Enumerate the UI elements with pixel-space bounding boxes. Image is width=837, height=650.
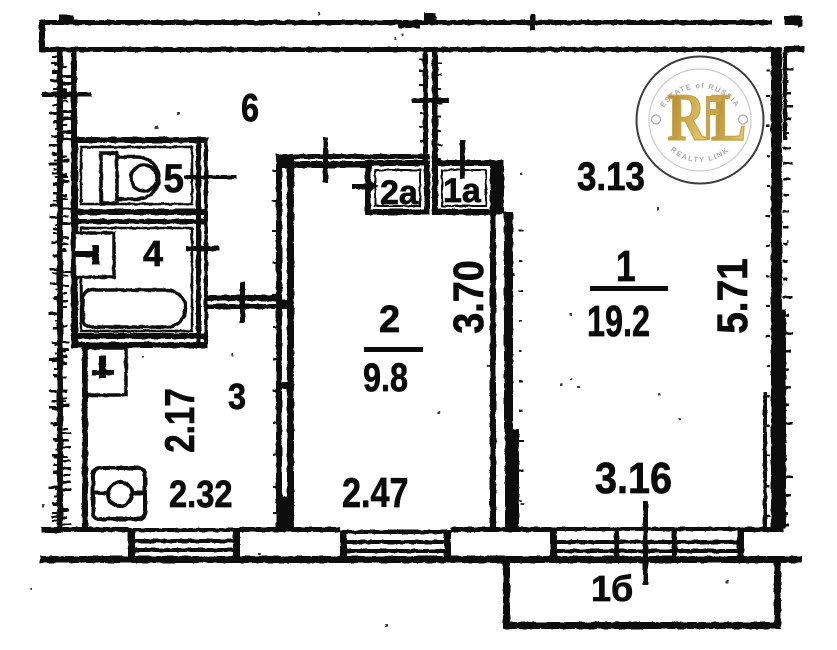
svg-text:5: 5 bbox=[164, 157, 184, 202]
svg-text:1а: 1а bbox=[443, 172, 482, 210]
svg-text:19.2: 19.2 bbox=[587, 297, 650, 346]
svg-text:1б: 1б bbox=[591, 568, 633, 609]
svg-text:4: 4 bbox=[143, 233, 163, 274]
svg-text:L: L bbox=[711, 81, 746, 156]
svg-text:3.13: 3.13 bbox=[577, 154, 645, 199]
svg-text:3.16: 3.16 bbox=[595, 453, 672, 502]
svg-text:1: 1 bbox=[616, 242, 636, 291]
svg-text:3.70: 3.70 bbox=[444, 260, 493, 334]
svg-text:R: R bbox=[667, 81, 706, 156]
svg-text:2.17: 2.17 bbox=[157, 388, 204, 453]
svg-text:6: 6 bbox=[241, 86, 259, 130]
svg-text:3: 3 bbox=[228, 377, 246, 417]
svg-text:5.71: 5.71 bbox=[708, 258, 756, 334]
svg-text:2.32: 2.32 bbox=[169, 473, 233, 516]
svg-text:9.8: 9.8 bbox=[363, 355, 408, 400]
svg-text:2.47: 2.47 bbox=[342, 470, 409, 517]
svg-text:2а: 2а bbox=[380, 174, 419, 212]
svg-text:2: 2 bbox=[379, 299, 400, 341]
